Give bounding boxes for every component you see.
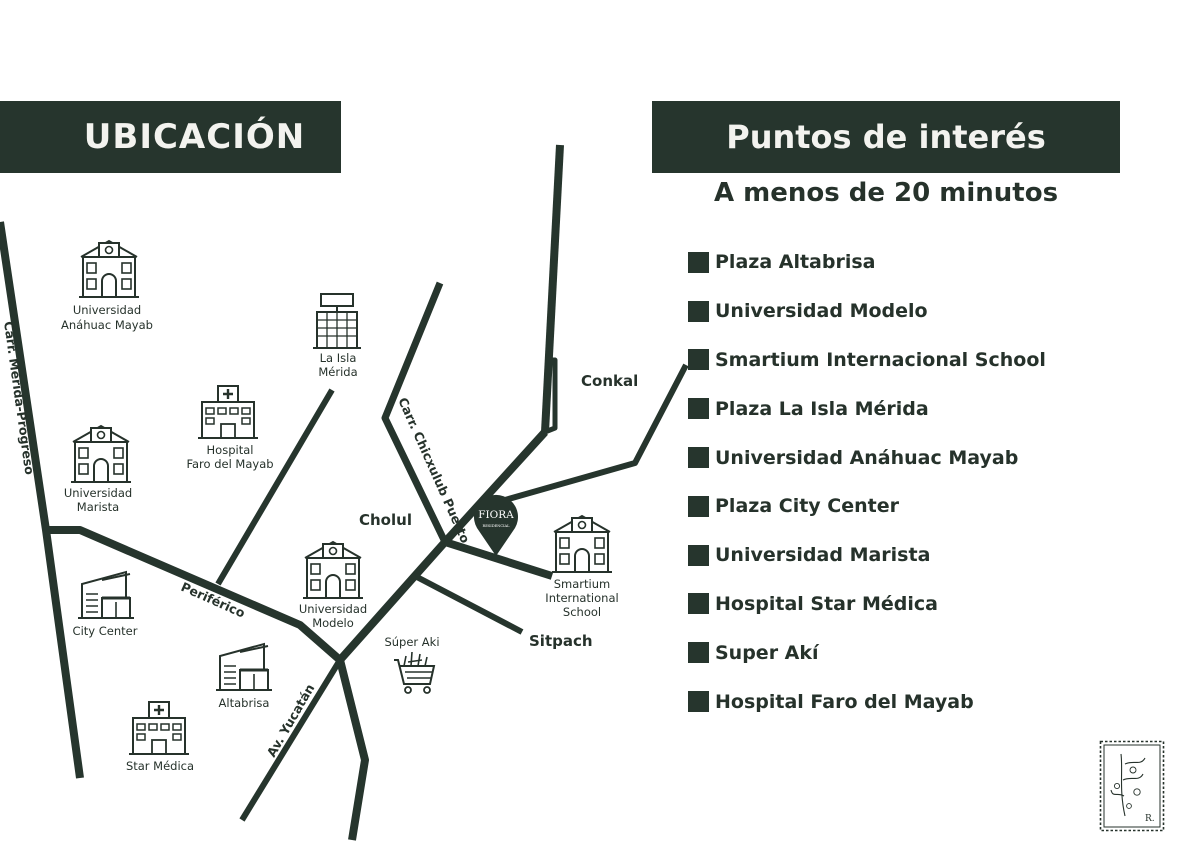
svg-text:Hospital: Hospital	[207, 443, 254, 457]
square-bullet-icon	[688, 251, 709, 273]
list-item: Super Akí	[688, 628, 1046, 677]
marker-brand: FIORA	[478, 509, 514, 521]
puntos-title: Puntos de interés	[726, 118, 1046, 156]
town-cholul: Cholul	[359, 511, 412, 529]
list-item: Plaza City Center	[688, 482, 1046, 531]
stamp-initial: R.	[1145, 814, 1155, 824]
road-north	[541, 144, 564, 433]
botanical-stamp-icon: R.	[1099, 740, 1165, 832]
poi-altabrisa: Altabrisa	[214, 642, 274, 710]
road-chicxulub	[381, 281, 449, 544]
svg-text:Modelo: Modelo	[312, 616, 354, 630]
road-label-merida-progreso: Carr. Mérida-Progreso	[1, 320, 37, 476]
square-bullet-icon	[688, 544, 709, 566]
shopping-mall-icon	[76, 570, 136, 620]
ubicacion-title: UBICACIÓN	[83, 117, 306, 157]
poi-la-isla: La Isla Mérida	[312, 293, 362, 379]
location-pin-icon: FIORA RESIDENCIAL	[474, 494, 519, 556]
road-north-loop	[544, 357, 558, 435]
marker-brand-sub: RESIDENCIAL	[482, 524, 510, 528]
road-sitpach	[413, 573, 524, 635]
list-item: Plaza La Isla Mérida	[688, 384, 1046, 433]
svg-text:Universidad: Universidad	[64, 486, 132, 500]
town-conkal: Conkal	[581, 372, 638, 390]
list-item: Smartium Internacional School	[688, 336, 1046, 385]
svg-text:Faro del Mayab: Faro del Mayab	[186, 457, 273, 471]
poi-list: Plaza Altabrisa Universidad Modelo Smart…	[688, 238, 1046, 726]
svg-text:Smartium: Smartium	[554, 577, 610, 591]
road-av-yucatan	[239, 658, 343, 822]
university-building-icon	[78, 240, 140, 298]
shopping-mall-icon	[214, 642, 274, 692]
square-bullet-icon	[688, 691, 709, 713]
poi-smartium: Smartium International School	[545, 515, 619, 619]
university-building-icon	[70, 425, 132, 483]
road-periferico	[46, 526, 369, 841]
square-bullet-icon	[688, 495, 709, 517]
poi-modelo: Universidad Modelo	[299, 541, 367, 630]
poi-star-medica: Star Médica	[126, 700, 194, 773]
road-isla	[215, 388, 335, 586]
list-item: Universidad Anáhuac Mayab	[688, 433, 1046, 482]
subtitle: A menos de 20 minutos	[713, 178, 1059, 208]
square-bullet-icon	[688, 642, 709, 664]
list-item: Hospital Faro del Mayab	[688, 677, 1046, 726]
square-bullet-icon	[688, 349, 709, 371]
square-bullet-icon	[688, 593, 709, 615]
hospital-building-icon	[196, 384, 260, 440]
university-building-icon	[302, 541, 364, 599]
svg-text:School: School	[563, 605, 601, 619]
poi-anahuac: Universidad Anáhuac Mayab	[61, 240, 153, 332]
poi-super-aki: Súper Aki	[384, 635, 440, 694]
square-bullet-icon	[688, 300, 709, 322]
svg-text:Anáhuac Mayab: Anáhuac Mayab	[61, 318, 153, 332]
svg-text:La Isla: La Isla	[320, 351, 357, 365]
svg-text:Universidad: Universidad	[73, 303, 141, 317]
svg-text:Universidad: Universidad	[299, 602, 367, 616]
list-item: Universidad Marista	[688, 531, 1046, 580]
svg-text:Altabrisa: Altabrisa	[219, 696, 270, 710]
roads	[0, 144, 689, 841]
square-bullet-icon	[688, 447, 709, 469]
hospital-building-icon	[127, 700, 191, 756]
svg-text:Star Médica: Star Médica	[126, 759, 194, 773]
road-conkal	[504, 363, 689, 503]
svg-text:City Center: City Center	[73, 624, 138, 638]
puntos-banner: Puntos de interés	[652, 101, 1120, 173]
ubicacion-banner: UBICACIÓN	[0, 101, 341, 173]
svg-text:Súper Aki: Súper Aki	[384, 635, 439, 649]
road-smartium	[443, 538, 554, 580]
svg-text:Mérida: Mérida	[318, 365, 357, 379]
university-building-icon	[551, 515, 613, 573]
poi-marista: Universidad Marista	[64, 425, 132, 514]
square-bullet-icon	[688, 398, 709, 420]
poi-faro: Hospital Faro del Mayab	[186, 384, 274, 471]
svg-text:Marista: Marista	[77, 500, 119, 514]
list-item: Plaza Altabrisa	[688, 238, 1046, 287]
road-merida-progreso	[0, 221, 84, 779]
list-item: Hospital Star Médica	[688, 580, 1046, 629]
road-label-av-yucatan: Av. Yucatán	[264, 681, 318, 759]
town-sitpach: Sitpach	[529, 632, 593, 650]
poi-city-center: City Center	[73, 570, 138, 638]
list-item: Universidad Modelo	[688, 287, 1046, 336]
commercial-tower-icon	[312, 293, 362, 349]
svg-text:International: International	[545, 591, 618, 605]
shopping-cart-icon	[393, 651, 435, 694]
